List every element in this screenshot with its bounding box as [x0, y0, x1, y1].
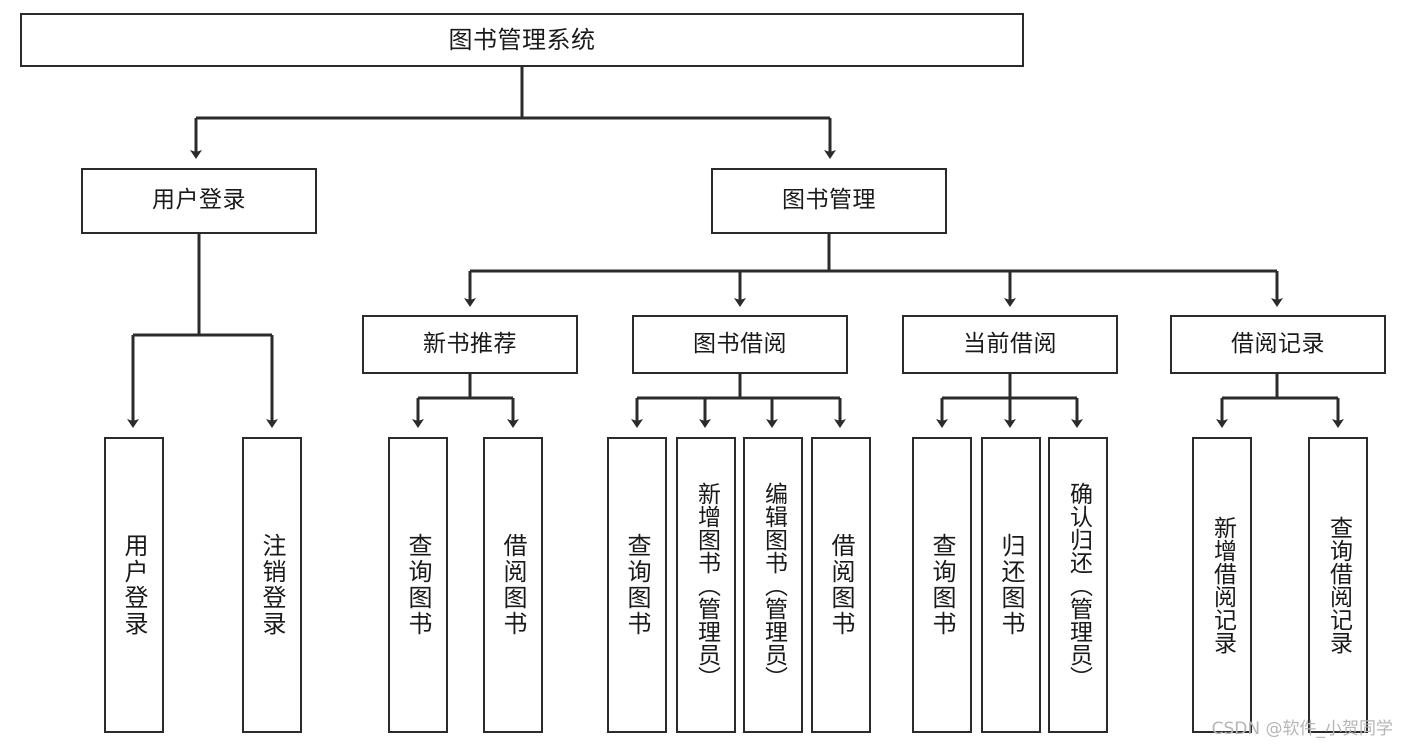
node-book-management[interactable]: 图书管理: [711, 168, 947, 234]
node-borrow-record-label: 借阅记录: [1231, 330, 1325, 357]
node-leaf-user-login-label: 用户登录: [120, 533, 148, 637]
node-leaf-confirm-return-label: 确认归还（管理员）: [1065, 481, 1092, 689]
node-user-login-label: 用户登录: [152, 187, 246, 214]
node-leaf-add-record[interactable]: 新增借阅记录: [1192, 437, 1252, 733]
node-leaf-query-book-1[interactable]: 查询图书: [388, 437, 448, 733]
node-leaf-confirm-return[interactable]: 确认归还（管理员）: [1048, 437, 1108, 733]
node-root-label: 图书管理系统: [448, 25, 596, 54]
node-current-borrow[interactable]: 当前借阅: [902, 315, 1118, 374]
node-leaf-edit-book-label: 编辑图书（管理员）: [760, 481, 787, 689]
node-current-borrow-label: 当前借阅: [963, 330, 1057, 357]
node-leaf-edit-book[interactable]: 编辑图书（管理员）: [743, 437, 803, 733]
node-user-login[interactable]: 用户登录: [81, 168, 317, 234]
node-book-management-label: 图书管理: [782, 187, 876, 214]
node-root[interactable]: 图书管理系统: [20, 13, 1024, 67]
node-leaf-borrow-book-1[interactable]: 借阅图书: [483, 437, 543, 733]
node-leaf-return-book[interactable]: 归还图书: [981, 437, 1041, 733]
node-leaf-user-login[interactable]: 用户登录: [104, 437, 164, 733]
node-leaf-add-book[interactable]: 新增图书（管理员）: [676, 437, 736, 733]
node-leaf-add-book-label: 新增图书（管理员）: [693, 481, 720, 689]
node-leaf-query-book-3[interactable]: 查询图书: [912, 437, 972, 733]
node-leaf-query-record-label: 查询借阅记录: [1325, 516, 1352, 654]
node-leaf-borrow-book-2-label: 借阅图书: [827, 533, 855, 637]
node-leaf-user-logout-label: 注销登录: [258, 533, 286, 637]
watermark-text: CSDN @软件_小贺同学: [1211, 719, 1393, 739]
node-new-book-recommend[interactable]: 新书推荐: [362, 315, 578, 374]
node-leaf-user-logout[interactable]: 注销登录: [242, 437, 302, 733]
node-leaf-return-book-label: 归还图书: [997, 533, 1025, 637]
node-leaf-borrow-book-2[interactable]: 借阅图书: [811, 437, 871, 733]
node-borrow-record[interactable]: 借阅记录: [1170, 315, 1386, 374]
node-leaf-query-book-3-label: 查询图书: [928, 533, 956, 637]
node-leaf-borrow-book-1-label: 借阅图书: [499, 533, 527, 637]
node-new-book-recommend-label: 新书推荐: [423, 330, 517, 357]
node-leaf-query-book-1-label: 查询图书: [404, 533, 432, 637]
node-book-borrow-label: 图书借阅: [693, 330, 787, 357]
node-book-borrow[interactable]: 图书借阅: [632, 315, 848, 374]
node-leaf-add-record-label: 新增借阅记录: [1209, 516, 1236, 654]
node-leaf-query-book-2[interactable]: 查询图书: [607, 437, 667, 733]
node-leaf-query-record[interactable]: 查询借阅记录: [1308, 437, 1368, 733]
node-leaf-query-book-2-label: 查询图书: [623, 533, 651, 637]
